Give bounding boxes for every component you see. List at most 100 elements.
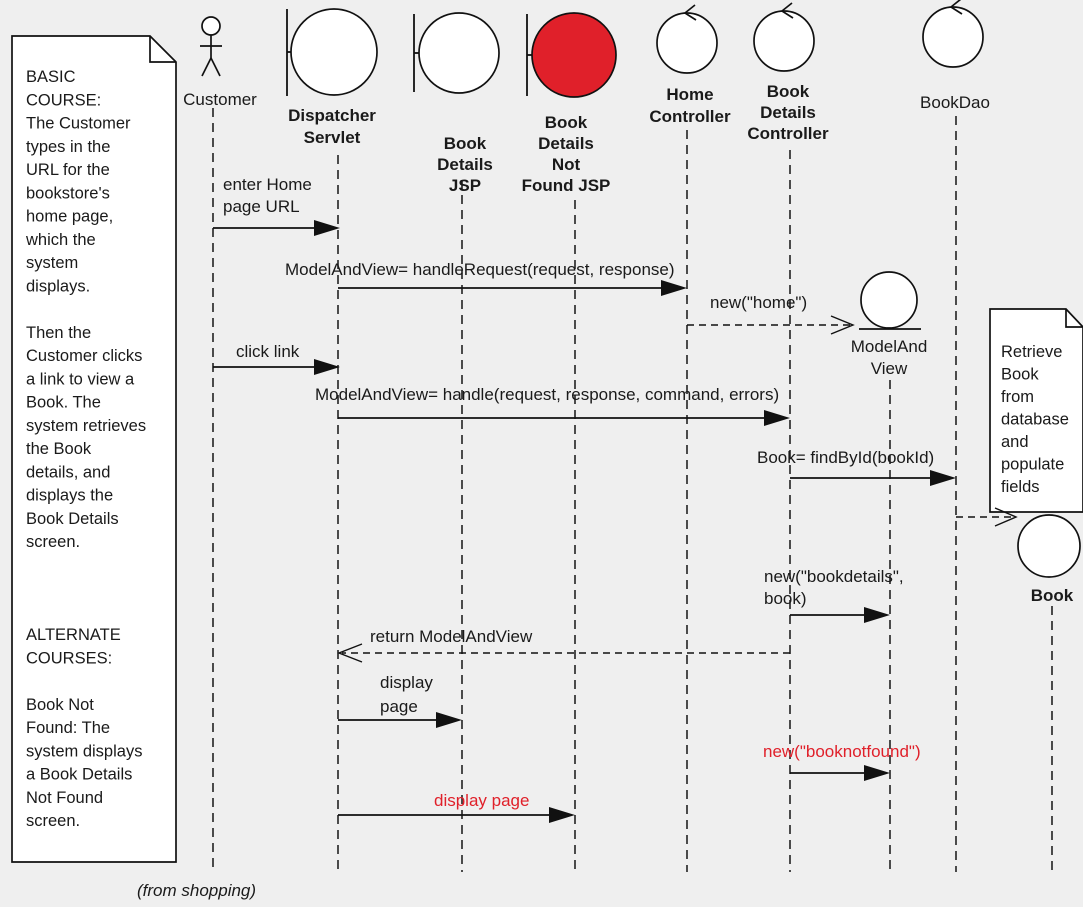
- text-line: Book: [767, 82, 810, 101]
- text-line: and: [1001, 433, 1029, 451]
- message-handle: ModelAndView= handle(request, response, …: [315, 385, 779, 404]
- text-line: displays.: [26, 277, 90, 295]
- message-new-bookdetails: new("bookdetails", book): [764, 567, 904, 608]
- message-click-link: click link: [236, 342, 300, 361]
- text-line: The Customer: [26, 115, 131, 133]
- message-find-by-id: Book= findById(bookId): [757, 448, 934, 467]
- text-line: system displays: [26, 742, 142, 760]
- text-line: bookstore's: [26, 184, 110, 202]
- text-line: Controller: [747, 124, 829, 143]
- text-line: Found: The: [26, 719, 110, 737]
- message-handle-request: ModelAndView= handleRequest(request, res…: [285, 260, 675, 279]
- text-line: Book: [545, 113, 588, 132]
- message-display-page: display page: [380, 673, 433, 716]
- message-arrowhead: [661, 280, 687, 296]
- text-line: new("bookdetails",: [764, 567, 904, 586]
- bookdao-label: BookDao: [920, 93, 990, 112]
- message-arrowhead: [549, 807, 575, 823]
- message-arrowhead: [864, 607, 890, 623]
- text-line: populate: [1001, 456, 1064, 474]
- message-open-arrowhead: [994, 507, 1018, 527]
- modelandview-entity-icon: [859, 271, 921, 330]
- message-arrowhead: [436, 712, 462, 728]
- text-line: Controller: [649, 107, 731, 126]
- text-line: screen.: [26, 533, 80, 551]
- message-new-booknotfound: new("booknotfound"): [763, 742, 921, 761]
- text-line: COURSES:: [26, 649, 112, 667]
- book-label: Book: [1031, 586, 1074, 605]
- text-line: types in the: [26, 138, 110, 156]
- message-open-arrowhead: [337, 643, 363, 663]
- text-line: Servlet: [304, 128, 361, 147]
- text-line: [26, 603, 31, 621]
- text-line: Retrieve: [1001, 343, 1062, 361]
- text-line: the Book: [26, 440, 92, 458]
- text-line: ALTERNATE: [26, 626, 121, 644]
- text-line: fields: [1001, 478, 1040, 496]
- message-return-mav: return ModelAndView: [370, 627, 533, 646]
- text-line: [26, 301, 31, 319]
- text-line: BASIC: [26, 68, 76, 86]
- notfound-boundary-icon: [526, 12, 617, 98]
- text-line: Not Found: [26, 789, 103, 807]
- message-arrowhead: [314, 359, 340, 375]
- text-line: View: [871, 359, 908, 378]
- book-entity-icon: [1017, 514, 1081, 578]
- message-display-page-red: display page: [434, 791, 529, 810]
- text-line: Dispatcher: [288, 106, 376, 125]
- text-line: which the: [25, 231, 96, 249]
- dispatcher-boundary-icon: [286, 8, 378, 96]
- text-line: a Book Details: [26, 766, 132, 784]
- message-open-arrowhead: [830, 315, 855, 335]
- text-line: page URL: [223, 197, 300, 216]
- text-line: system: [26, 254, 78, 272]
- text-line: Book. The: [26, 394, 101, 412]
- text-line: Home: [666, 85, 713, 104]
- text-line: Not: [552, 155, 581, 174]
- text-line: Then the: [26, 324, 91, 342]
- text-line: display: [380, 673, 433, 692]
- text-line: enter Home: [223, 175, 312, 194]
- text-line: JSP: [449, 176, 481, 195]
- customer-actor-icon: [200, 16, 222, 77]
- footer-from-shopping: (from shopping): [137, 881, 256, 900]
- text-line: displays the: [26, 487, 113, 505]
- text-line: database: [1001, 411, 1069, 429]
- message-arrowhead: [314, 220, 340, 236]
- text-line: URL for the: [26, 161, 110, 179]
- message-arrowhead: [930, 470, 956, 486]
- text-line: [26, 673, 31, 691]
- text-line: page: [380, 697, 418, 716]
- text-line: [26, 580, 31, 598]
- text-line: ModelAnd: [851, 337, 928, 356]
- text-line: Details: [538, 134, 594, 153]
- message-new-home: new("home"): [710, 293, 807, 312]
- bdc-control-icon: [753, 2, 815, 72]
- text-line: home page,: [26, 208, 113, 226]
- home-controller-control-icon: [656, 4, 718, 74]
- text-line: COURSE:: [26, 91, 101, 109]
- text-line: book): [764, 589, 807, 608]
- customer-label: Customer: [183, 90, 257, 109]
- message-arrowhead: [764, 410, 790, 426]
- text-line: Book: [444, 134, 487, 153]
- text-line: details, and: [26, 463, 110, 481]
- bookdao-control-icon: [922, 0, 984, 68]
- text-line: from: [1001, 388, 1034, 406]
- text-line: Customer clicks: [26, 347, 142, 365]
- text-line: a link to view a: [26, 370, 135, 388]
- text-line: [26, 556, 31, 574]
- jsp-boundary-icon: [413, 12, 500, 94]
- text-line: Details: [437, 155, 493, 174]
